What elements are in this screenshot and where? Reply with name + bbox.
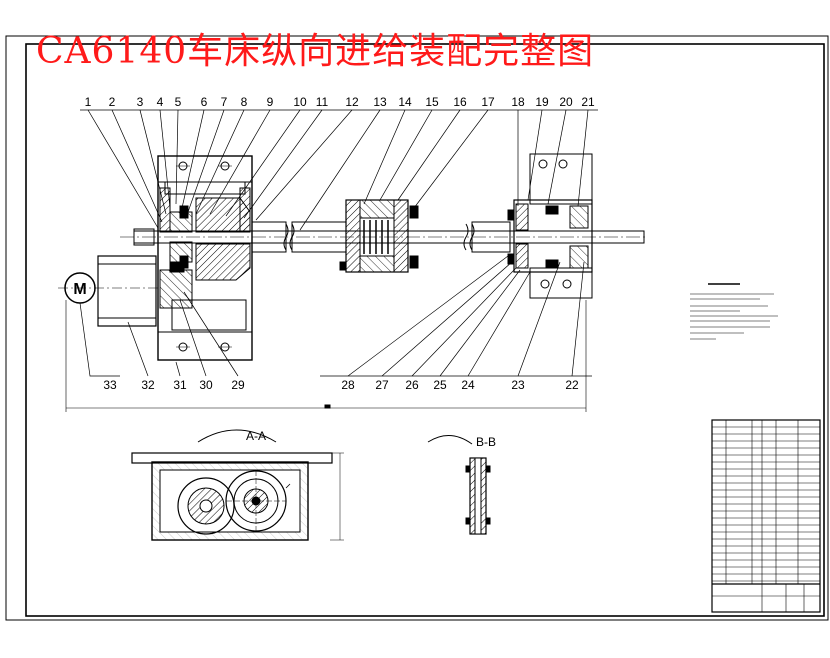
part-number-18: 18: [511, 95, 525, 109]
inner-frame: [25, 43, 825, 617]
part-number-12: 12: [345, 95, 359, 109]
part-number-11: 11: [316, 95, 329, 109]
technical-notes: [690, 283, 778, 340]
part-number-3: 3: [137, 95, 144, 109]
section-a-a-view: [131, 429, 344, 541]
part-number-5: 5: [175, 95, 182, 109]
bottom-part-numbers: 33 32 31 30 29 28 27 26 25 24 23 22: [103, 378, 579, 392]
part-number-31: 31: [173, 378, 187, 392]
part-number-1: 1: [85, 95, 92, 109]
part-number-2: 2: [109, 95, 116, 109]
section-b-b-label: B-B: [476, 435, 496, 449]
outer-frame: [5, 35, 829, 621]
part-number-9: 9: [267, 95, 274, 109]
part-number-24: 24: [461, 378, 475, 392]
section-b-b-view: [427, 435, 491, 535]
part-number-29: 29: [231, 378, 245, 392]
part-number-30: 30: [199, 378, 213, 392]
part-number-23: 23: [511, 378, 525, 392]
bottom-leaders: [79, 255, 592, 377]
part-number-13: 13: [373, 95, 387, 109]
main-assembly: [58, 153, 645, 412]
part-number-10: 10: [293, 95, 307, 109]
part-number-22: 22: [565, 378, 579, 392]
part-number-14: 14: [398, 95, 412, 109]
part-number-20: 20: [559, 95, 573, 109]
motor-symbol: M: [73, 281, 86, 298]
part-number-25: 25: [433, 378, 447, 392]
top-leaders: [80, 109, 598, 231]
part-number-33: 33: [103, 378, 117, 392]
part-number-26: 26: [405, 378, 419, 392]
part-number-32: 32: [141, 378, 155, 392]
part-number-27: 27: [375, 378, 389, 392]
part-number-17: 17: [481, 95, 495, 109]
part-number-21: 21: [581, 95, 595, 109]
parts-list-title-block: [711, 419, 821, 613]
drawing-title: CA6140车床纵向进给装配完整图: [36, 31, 595, 72]
part-number-8: 8: [241, 95, 248, 109]
part-number-4: 4: [157, 95, 164, 109]
part-number-16: 16: [453, 95, 467, 109]
part-number-7: 7: [221, 95, 228, 109]
part-number-28: 28: [341, 378, 355, 392]
part-number-19: 19: [535, 95, 549, 109]
part-number-6: 6: [201, 95, 208, 109]
part-number-15: 15: [425, 95, 439, 109]
section-a-a-label: A-A: [246, 429, 266, 443]
